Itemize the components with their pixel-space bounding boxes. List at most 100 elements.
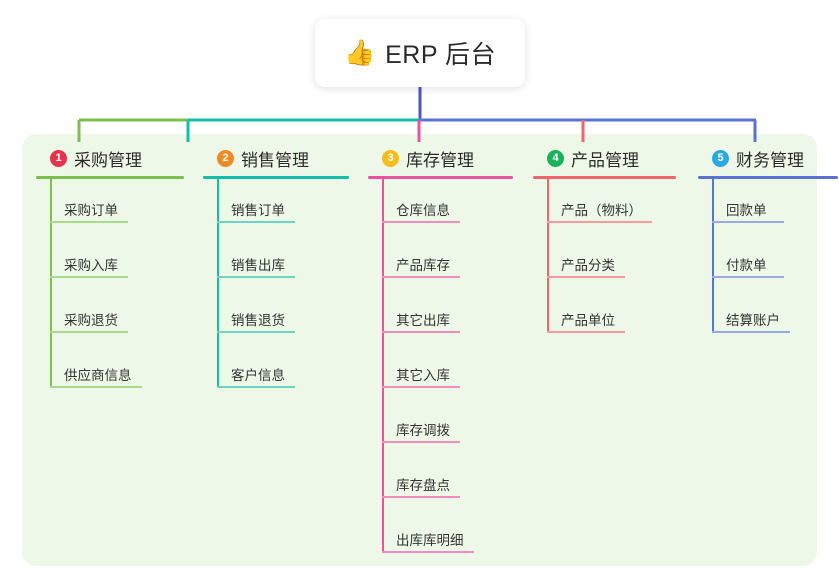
branch-title-3: 库存管理 <box>406 150 474 170</box>
list-item-label: 采购退货 <box>64 313 118 328</box>
list-item-label: 产品（物料） <box>561 203 642 218</box>
branch-underline-1 <box>36 176 184 179</box>
list-item-label: 采购订单 <box>64 203 118 218</box>
branch-column-2: 2 销售管理销售订单销售出库销售退货客户信息 <box>203 145 349 388</box>
list-item-underline <box>547 331 625 333</box>
list-item[interactable]: 产品分类 <box>547 249 625 278</box>
branch-title-4: 产品管理 <box>571 150 639 170</box>
thumbs-up-icon: 👍 <box>343 38 376 67</box>
list-item[interactable]: 销售退货 <box>217 304 295 333</box>
list-item[interactable]: 结算账户 <box>712 304 790 333</box>
list-item[interactable]: 客户信息 <box>217 359 295 388</box>
list-item-underline <box>712 221 784 223</box>
branch-items-1: 采购订单采购入库采购退货供应商信息 <box>36 179 184 388</box>
list-item-underline <box>217 221 295 223</box>
branch-spine-3 <box>382 179 384 551</box>
branch-items-3: 仓库信息产品库存其它出库其它入库库存调拨库存盘点出库库明细 <box>368 179 513 553</box>
list-item[interactable]: 库存盘点 <box>382 469 460 498</box>
list-item[interactable]: 库存调拨 <box>382 414 460 443</box>
branch-column-3: 3 库存管理仓库信息产品库存其它出库其它入库库存调拨库存盘点出库库明细 <box>368 145 513 553</box>
branch-column-5: 5 财务管理回款单付款单结算账户 <box>698 145 838 333</box>
diagram-background-panel <box>22 134 817 566</box>
list-item-label: 出库库明细 <box>396 533 464 548</box>
branch-header-5[interactable]: 5 财务管理 <box>698 145 838 171</box>
list-item-underline <box>547 276 625 278</box>
list-item-label: 其它出库 <box>396 313 450 328</box>
list-item-underline <box>50 221 128 223</box>
list-item-label: 仓库信息 <box>396 203 450 218</box>
branch-items-2: 销售订单销售出库销售退货客户信息 <box>203 179 349 388</box>
branch-badge-1: 1 <box>50 149 67 167</box>
list-item-underline <box>382 221 460 223</box>
branch-badge-2: 2 <box>217 149 234 167</box>
root-node-title: ERP 后台 <box>385 41 497 69</box>
list-item-label: 产品库存 <box>396 258 450 273</box>
list-item[interactable]: 仓库信息 <box>382 194 460 223</box>
list-item-underline <box>382 441 460 443</box>
list-item-underline <box>382 496 460 498</box>
list-item[interactable]: 其它入库 <box>382 359 460 388</box>
list-item-underline <box>547 221 652 223</box>
list-item[interactable]: 销售出库 <box>217 249 295 278</box>
branch-items-5: 回款单付款单结算账户 <box>698 179 838 333</box>
branch-underline-5 <box>698 176 838 179</box>
list-item-label: 客户信息 <box>231 368 285 383</box>
list-item[interactable]: 采购订单 <box>50 194 128 223</box>
list-item[interactable]: 出库库明细 <box>382 524 474 553</box>
list-item-label: 产品分类 <box>561 258 615 273</box>
list-item-label: 库存盘点 <box>396 478 450 493</box>
root-node[interactable]: 👍 ERP 后台 <box>315 19 525 87</box>
list-item-label: 供应商信息 <box>64 368 132 383</box>
branch-items-4: 产品（物料） 产品分类产品单位 <box>533 179 676 333</box>
list-item[interactable]: 供应商信息 <box>50 359 142 388</box>
list-item-label: 销售退货 <box>231 313 285 328</box>
list-item[interactable]: 回款单 <box>712 194 784 223</box>
list-item-label: 产品单位 <box>561 313 615 328</box>
list-item-underline <box>50 386 142 388</box>
list-item-underline <box>50 331 128 333</box>
branch-title-2: 销售管理 <box>241 150 309 170</box>
branch-badge-5: 5 <box>712 149 729 167</box>
list-item[interactable]: 其它出库 <box>382 304 460 333</box>
list-item-underline <box>712 276 784 278</box>
list-item-label: 付款单 <box>726 258 767 273</box>
branch-badge-3: 3 <box>382 149 399 167</box>
list-item-underline <box>382 551 474 553</box>
branch-underline-4 <box>533 176 676 179</box>
list-item-label: 结算账户 <box>726 313 780 328</box>
list-item-underline <box>217 331 295 333</box>
list-item-underline <box>50 276 128 278</box>
branch-underline-3 <box>368 176 513 179</box>
list-item-label: 其它入库 <box>396 368 450 383</box>
list-item[interactable]: 付款单 <box>712 249 784 278</box>
branch-header-3[interactable]: 3 库存管理 <box>368 145 513 171</box>
list-item[interactable]: 销售订单 <box>217 194 295 223</box>
list-item-label: 采购入库 <box>64 258 118 273</box>
list-item-label: 回款单 <box>726 203 767 218</box>
list-item[interactable]: 产品（物料） <box>547 194 652 223</box>
list-item-label: 销售出库 <box>231 258 285 273</box>
list-item-underline <box>382 276 460 278</box>
list-item-underline <box>217 386 295 388</box>
branch-spine-5 <box>712 179 714 331</box>
branch-spine-1 <box>50 179 52 386</box>
list-item[interactable]: 产品库存 <box>382 249 460 278</box>
list-item[interactable]: 采购入库 <box>50 249 128 278</box>
branch-title-5: 财务管理 <box>736 150 804 170</box>
list-item-underline <box>382 386 460 388</box>
branch-header-2[interactable]: 2 销售管理 <box>203 145 349 171</box>
list-item-underline <box>382 331 460 333</box>
list-item[interactable]: 产品单位 <box>547 304 625 333</box>
list-item[interactable]: 采购退货 <box>50 304 128 333</box>
branch-spine-2 <box>217 179 219 386</box>
branch-underline-2 <box>203 176 349 179</box>
list-item-label: 库存调拨 <box>396 423 450 438</box>
list-item-underline <box>217 276 295 278</box>
branch-spine-4 <box>547 179 549 331</box>
